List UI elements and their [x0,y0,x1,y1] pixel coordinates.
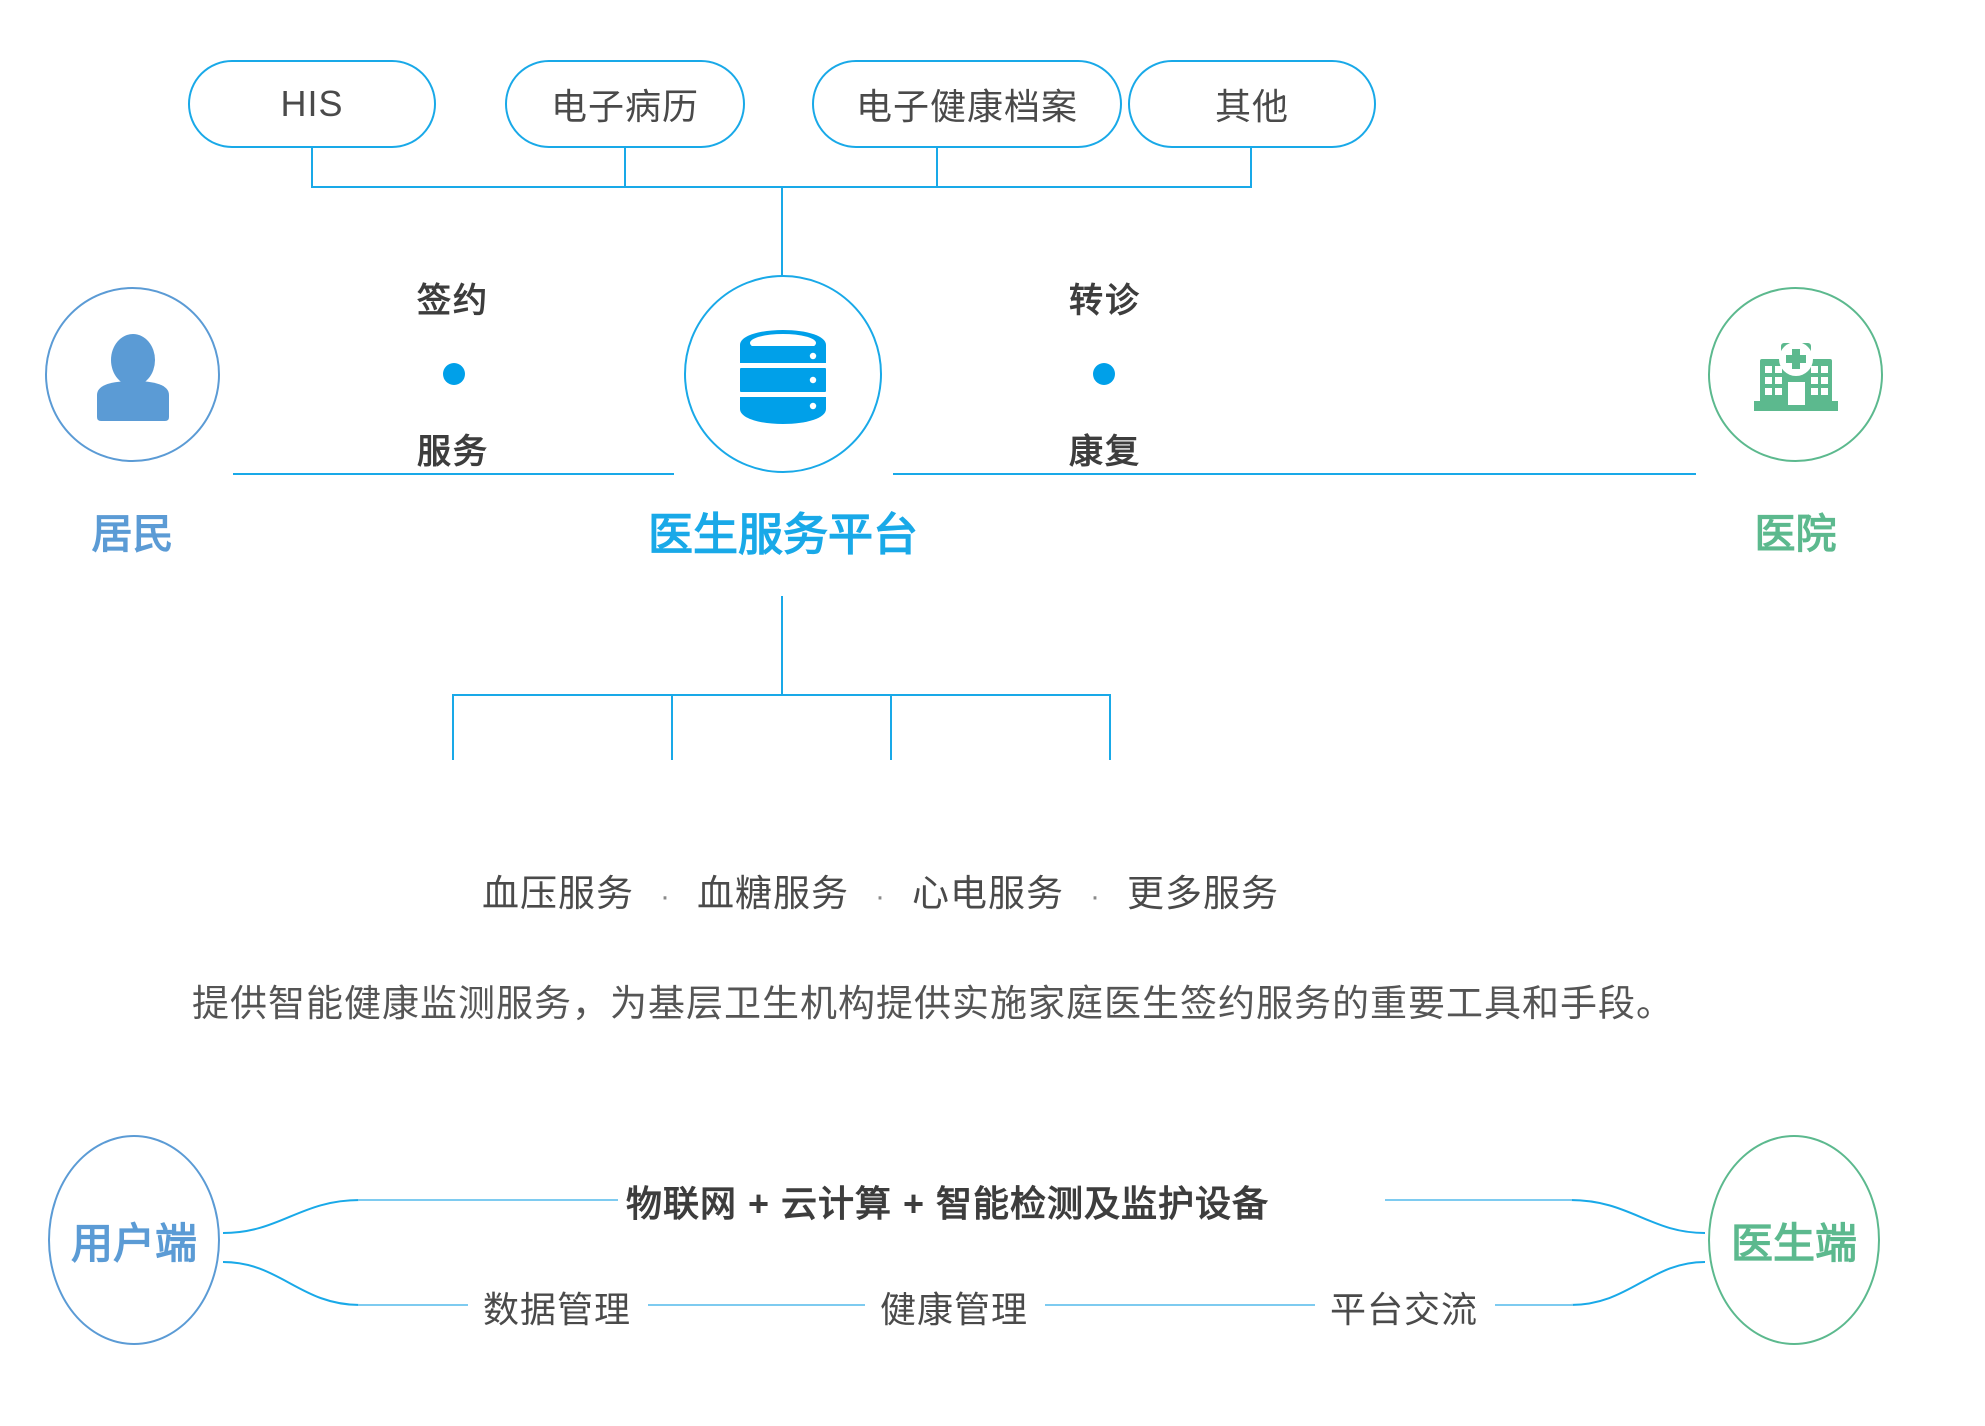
bottom-node-user-label: 用户端 [70,1219,197,1267]
connector-platform-to-services [781,596,783,695]
source-pill-label: 其他 [1214,86,1289,127]
connector-bus-to-platform [781,186,783,287]
link-right-bottom-label: 康复 [1069,433,1141,471]
band-line-top-left [358,1199,618,1201]
band-top-label: 物联网 + 云计算 + 智能检测及监护设备 [626,1183,1270,1224]
node-platform-label: 医生服务平台 [647,509,918,560]
node-resident-label: 居民 [91,511,174,557]
connector-other-stub [1250,148,1252,187]
connector-ehr-stub [936,148,938,187]
band-item-data-management[interactable]: 数据管理 [483,1289,632,1330]
hospital-icon [1753,341,1838,411]
connector-emr-stub [624,148,626,187]
person-icon [96,333,169,421]
link-right-dot [1093,363,1115,385]
node-resident-circle[interactable] [45,287,220,462]
link-left-top-label: 签约 [417,282,489,320]
band-line-seg-2 [648,1304,865,1306]
band-item-platform-exchange[interactable]: 平台交流 [1330,1289,1479,1330]
band-item-health-management[interactable]: 健康管理 [880,1289,1029,1330]
band-line-seg-3 [1045,1304,1315,1306]
bottom-node-user-circle[interactable]: 用户端 [48,1135,220,1345]
source-pill-label: 电子病历 [550,86,699,127]
connector-service-stub-1 [452,694,454,760]
node-hospital-label: 医院 [1754,511,1837,557]
service-item-bp[interactable]: 血压服务 [482,873,634,914]
service-separator: · [1090,880,1101,913]
link-right-line [893,473,1696,475]
link-left-bottom-label: 服务 [417,433,489,471]
node-hospital-circle[interactable] [1708,287,1883,462]
source-pill-label: 电子健康档案 [855,86,1078,127]
source-pill-emr[interactable]: 电子病历 [505,60,745,148]
connector-his-stub [311,148,313,187]
node-platform-circle[interactable] [684,275,882,473]
link-right-top-label: 转诊 [1069,282,1141,320]
connector-service-stub-4 [1109,694,1111,760]
band-line-seg-1 [358,1304,468,1306]
source-pill-ehr[interactable]: 电子健康档案 [812,60,1122,148]
database-icon [740,330,826,424]
connector-service-stub-2 [671,694,673,760]
source-pill-other[interactable]: 其他 [1128,60,1376,148]
service-item-ecg[interactable]: 心电服务 [912,873,1064,914]
connector-service-stub-3 [890,694,892,760]
service-list: 血压服务 · 血糖服务 · 心电服务 · 更多服务 [482,863,1279,917]
link-left-dot [443,363,465,385]
bottom-node-doctor-label: 医生端 [1730,1219,1857,1267]
band-line-seg-4 [1495,1304,1573,1306]
service-item-glucose[interactable]: 血糖服务 [697,873,849,914]
description-text: 提供智能健康监测服务，为基层卫生机构提供实施家庭医生签约服务的重要工具和手段。 [192,983,1674,1024]
band-line-top-right [1385,1199,1572,1201]
service-item-more[interactable]: 更多服务 [1127,873,1279,914]
link-left-line [233,473,674,475]
connector-services-bus [452,694,1110,696]
service-separator: · [875,880,886,913]
source-pill-label: HIS [280,83,344,124]
source-pill-his[interactable]: HIS [188,60,436,148]
bottom-node-doctor-circle[interactable]: 医生端 [1708,1135,1880,1345]
service-separator: · [660,880,671,913]
